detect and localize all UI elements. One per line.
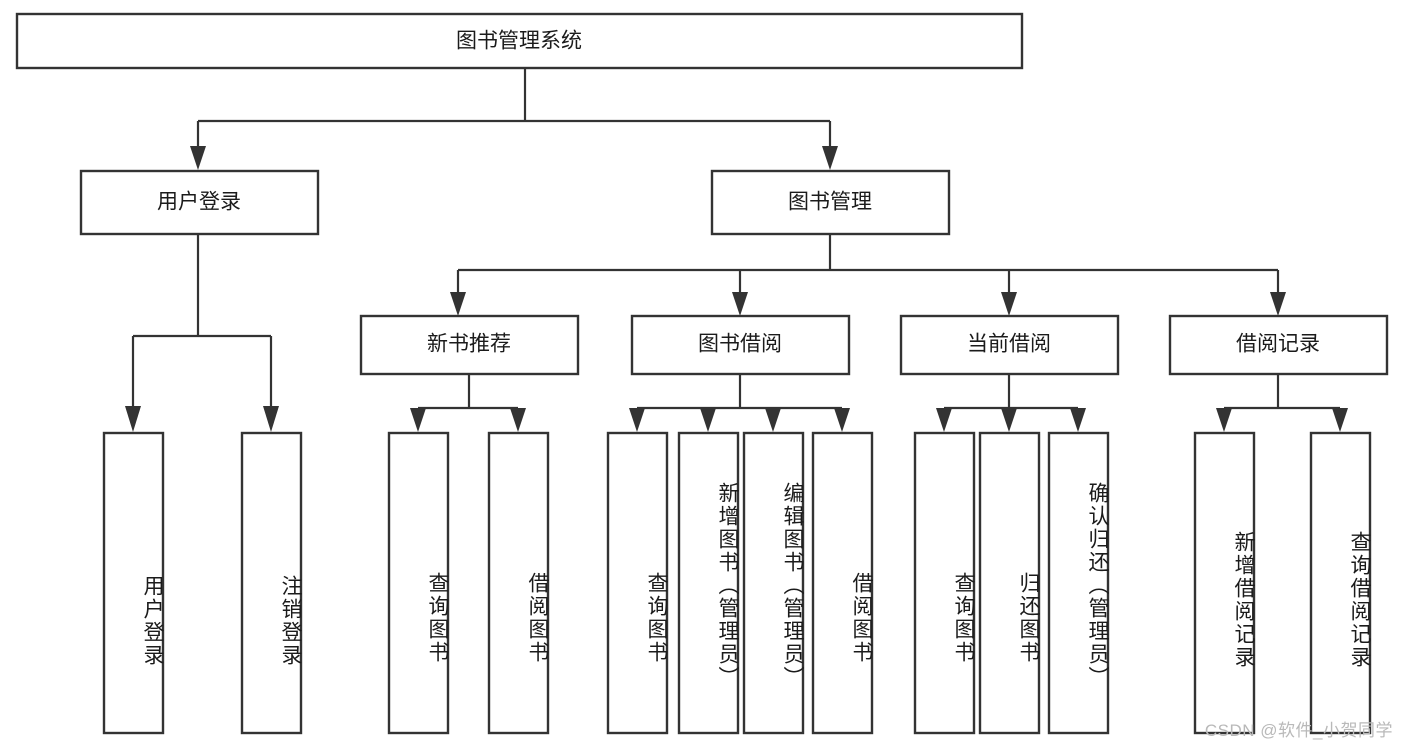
leaf-box-borrow-record-1[interactable]	[1193, 431, 1256, 735]
arrow-current-borrow-leaf-1	[936, 408, 952, 432]
arrow-new-book-leaf-2	[510, 408, 526, 432]
arrow-user-login-leaf-1	[125, 406, 141, 432]
node-root-box[interactable]	[15, 12, 1024, 70]
node-new-book-recommend-label: 新书推荐	[427, 333, 511, 356]
node-new-book-recommend-box[interactable]	[359, 314, 580, 376]
arrow-to-borrow-record	[1270, 292, 1286, 316]
node-current-borrow-label: 当前借阅	[967, 333, 1051, 356]
node-borrow-record-box[interactable]	[1168, 314, 1389, 376]
connectors-layer	[125, 68, 1348, 432]
node-current-borrow[interactable]: 当前借阅	[899, 314, 1120, 376]
node-book-manage-box[interactable]	[710, 169, 951, 236]
watermark-text: CSDN @软件_小贺同学	[1204, 721, 1393, 740]
node-user-login-box[interactable]	[79, 169, 320, 236]
leaf-box-borrow-record-2[interactable]	[1309, 431, 1372, 735]
arrow-user-login-leaf-2	[263, 406, 279, 432]
node-book-borrow-box[interactable]	[630, 314, 851, 376]
arrow-current-borrow-leaf-2	[1001, 408, 1017, 432]
arrow-to-book-manage	[822, 146, 838, 170]
leaf-box-new-book-1[interactable]	[387, 431, 450, 735]
arrow-book-borrow-leaf-1	[629, 408, 645, 432]
arrow-to-user-login	[190, 146, 206, 170]
node-book-manage[interactable]: 图书管理	[710, 169, 951, 236]
leaf-box-book-borrow-1[interactable]	[606, 431, 669, 735]
node-borrow-record[interactable]: 借阅记录	[1168, 314, 1389, 376]
arrow-borrow-record-leaf-1	[1216, 408, 1232, 432]
leaf-box-user-login-2[interactable]	[240, 431, 303, 735]
arrow-current-borrow-leaf-3	[1070, 408, 1086, 432]
leaf-box-book-borrow-2[interactable]	[677, 431, 740, 735]
node-current-borrow-box[interactable]	[899, 314, 1120, 376]
leaf-box-book-borrow-4[interactable]	[811, 431, 874, 735]
node-user-login[interactable]: 用户登录	[79, 169, 320, 236]
arrow-new-book-leaf-1	[410, 408, 426, 432]
node-new-book-recommend[interactable]: 新书推荐	[359, 314, 580, 376]
leaf-box-new-book-2[interactable]	[487, 431, 550, 735]
leaf-box-current-borrow-1[interactable]	[913, 431, 976, 735]
leaf-box-current-borrow-2[interactable]	[978, 431, 1041, 735]
leaf-box-book-borrow-3[interactable]	[742, 431, 805, 735]
node-book-manage-label: 图书管理	[788, 191, 872, 214]
arrow-borrow-record-leaf-2	[1332, 408, 1348, 432]
node-user-login-label: 用户登录	[157, 191, 241, 214]
node-book-borrow-label: 图书借阅	[698, 333, 782, 356]
arrow-book-borrow-leaf-4	[834, 408, 850, 432]
arrow-to-book-borrow	[732, 292, 748, 316]
arrow-book-borrow-leaf-3	[765, 408, 781, 432]
node-book-borrow[interactable]: 图书借阅	[630, 314, 851, 376]
node-borrow-record-label: 借阅记录	[1236, 333, 1320, 356]
arrow-book-borrow-leaf-2	[700, 408, 716, 432]
arrow-to-current-borrow	[1001, 292, 1017, 316]
node-root-label: 图书管理系统	[456, 30, 582, 53]
node-root[interactable]: 图书管理系统	[15, 12, 1024, 70]
leaf-box-current-borrow-3[interactable]	[1047, 431, 1110, 735]
arrow-to-new-book	[450, 292, 466, 316]
leaf-box-user-login-1[interactable]	[102, 431, 165, 735]
